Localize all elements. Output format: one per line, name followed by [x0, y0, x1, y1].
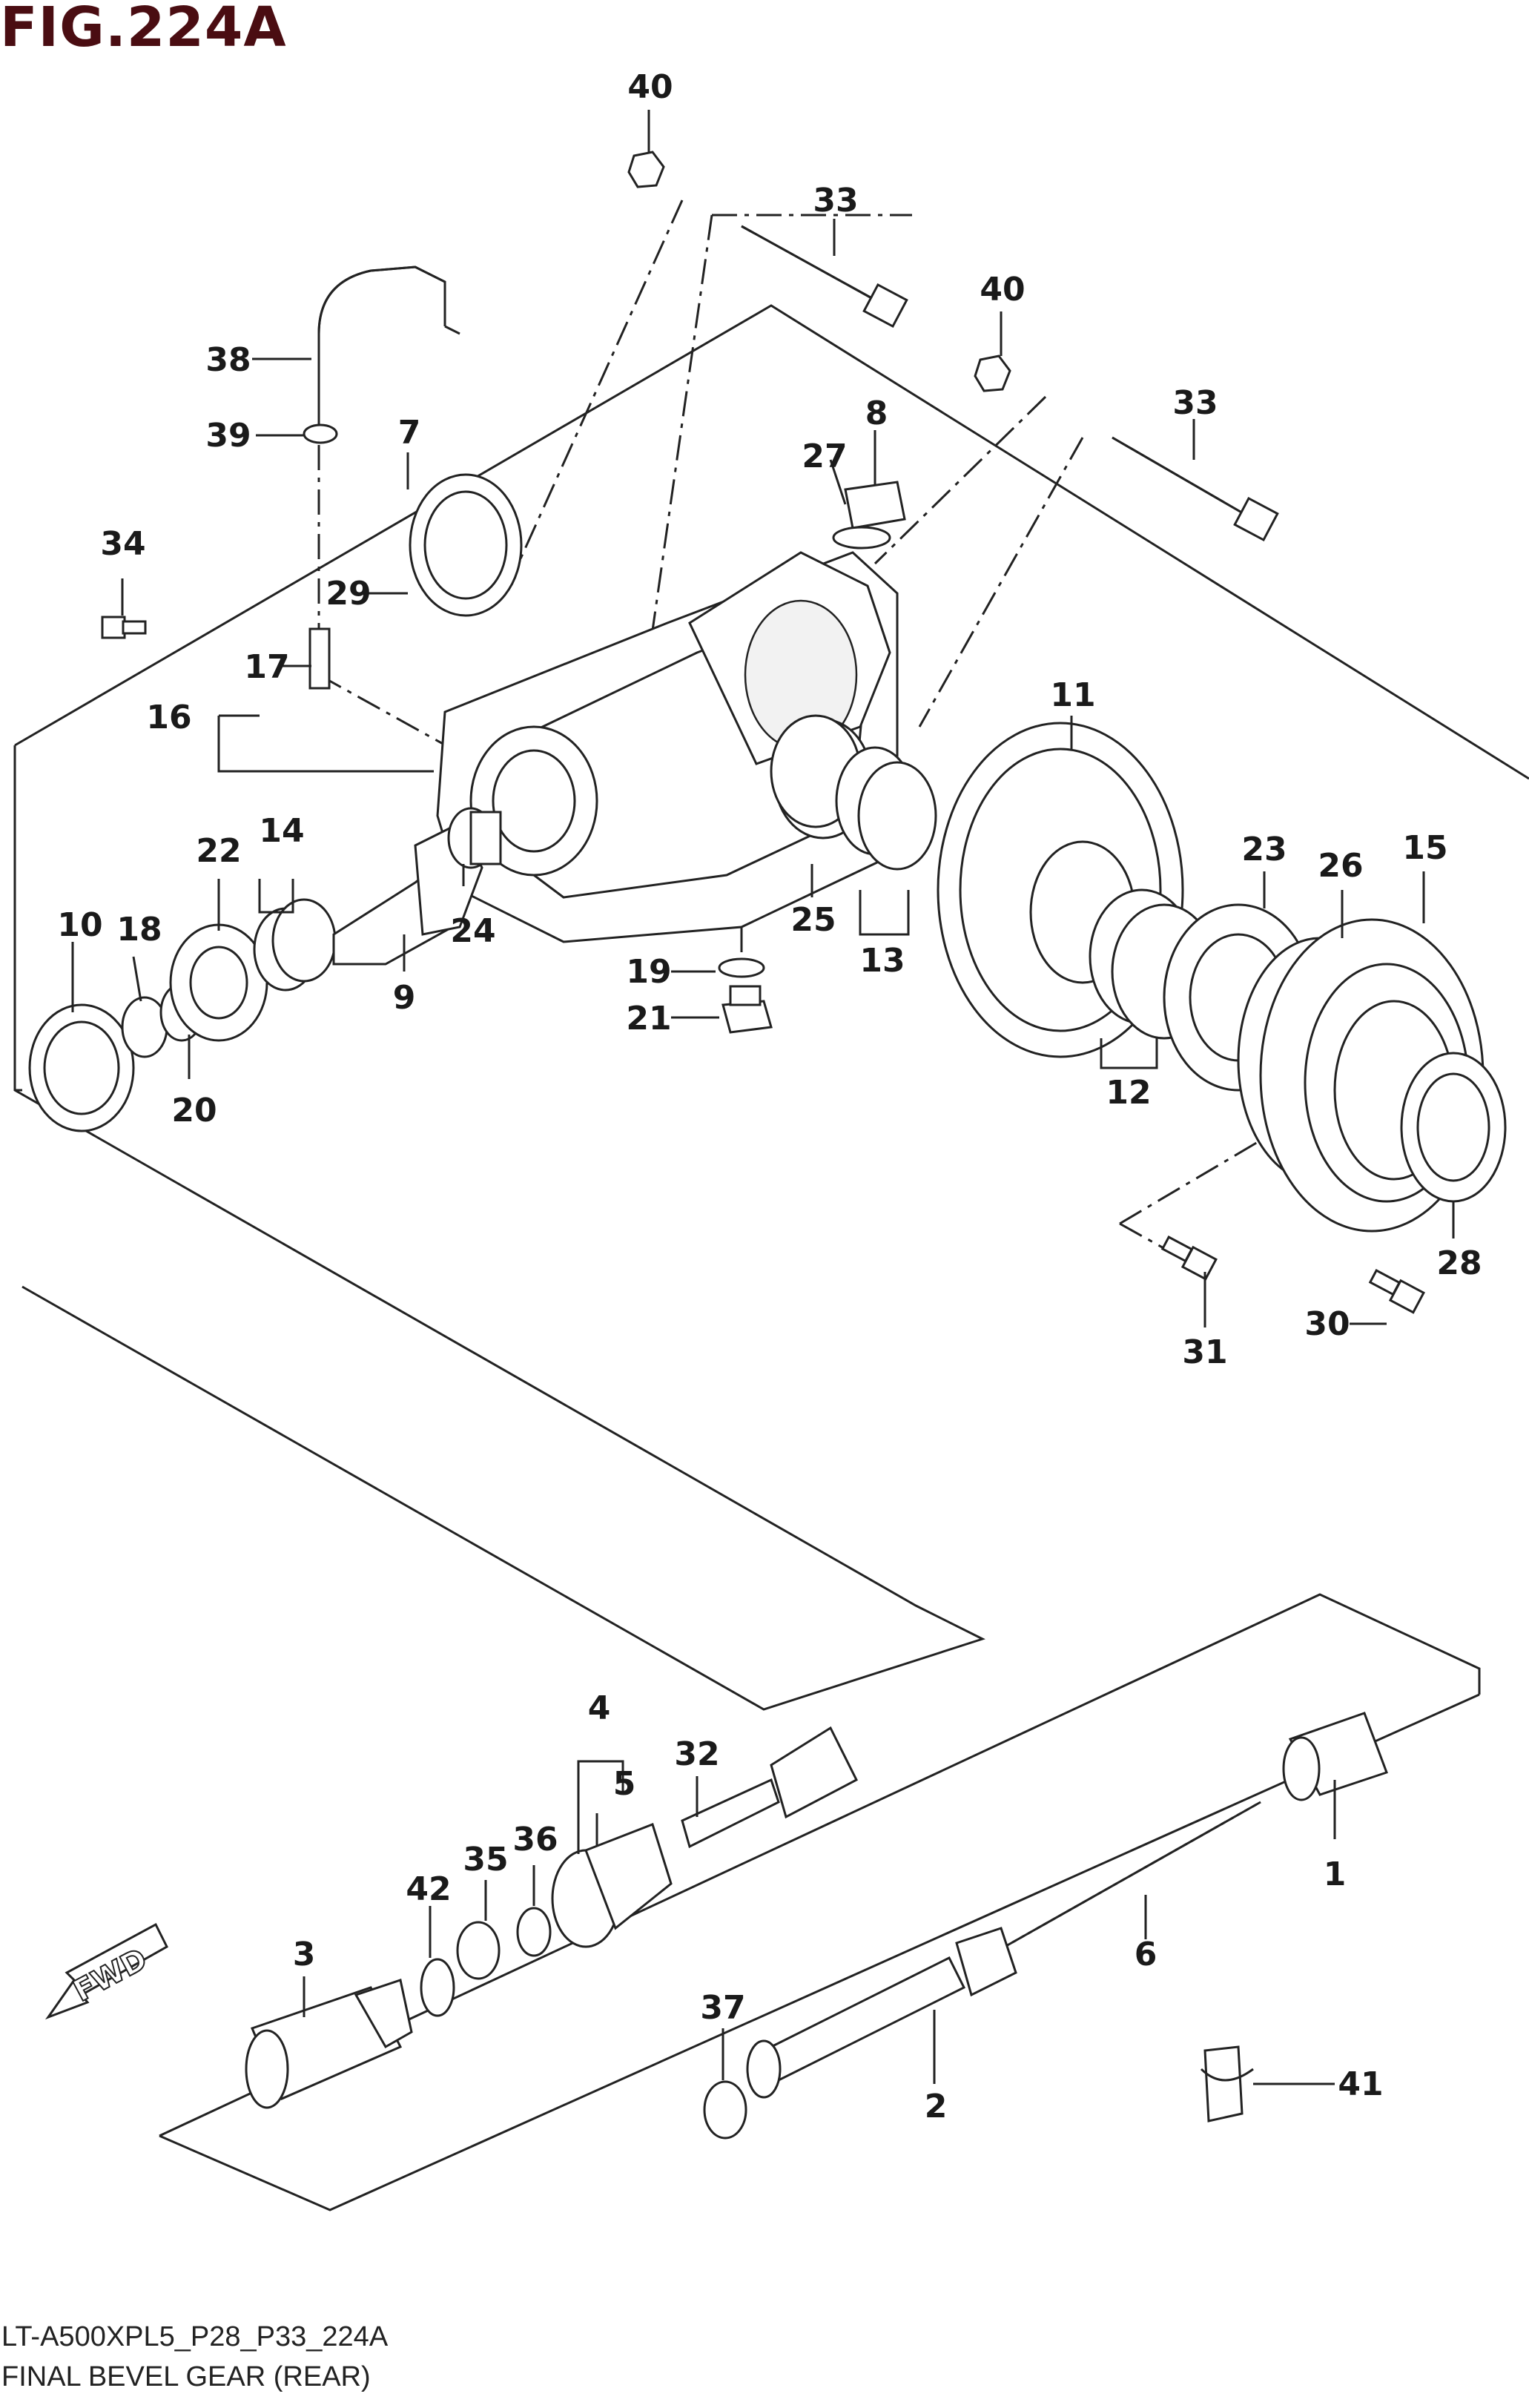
callout-41: 41	[1338, 2065, 1383, 2103]
callout-22: 22	[196, 832, 241, 870]
damper-1	[1282, 1712, 1388, 1801]
joint-5	[551, 1823, 673, 1948]
shim-13	[835, 746, 937, 871]
callout-25: 25	[790, 901, 836, 939]
oil-seal-7	[409, 473, 523, 617]
filler-plug-8	[832, 481, 906, 550]
callout-40-lower: 40	[980, 271, 1025, 309]
callout-40-upper: 40	[627, 68, 673, 106]
callout-35: 35	[463, 1841, 508, 1878]
callout-27: 27	[802, 438, 847, 475]
washer-19	[718, 957, 765, 978]
callout-31: 31	[1182, 1333, 1227, 1371]
callout-4: 4	[588, 1689, 611, 1727]
callout-19: 19	[626, 953, 671, 991]
callout-26: 26	[1318, 847, 1363, 885]
callout-33-upper: 33	[813, 182, 858, 220]
callout-21: 21	[626, 1000, 671, 1038]
callout-12: 12	[1106, 1074, 1151, 1112]
drain-plug-21	[721, 985, 773, 1034]
union-17	[308, 627, 331, 690]
callout-20: 20	[171, 1092, 217, 1129]
pinion-nut-10	[28, 1003, 135, 1132]
figure-title: FIG.224A	[0, 0, 287, 59]
callout-18: 18	[116, 911, 162, 949]
callout-29: 29	[326, 575, 371, 613]
callout-34: 34	[100, 525, 145, 563]
bolt-31	[1160, 1236, 1218, 1281]
callout-38: 38	[205, 341, 251, 379]
hose-clamp-39	[303, 423, 338, 444]
oil-seal-28	[1400, 1052, 1507, 1203]
callout-42: 42	[406, 1870, 451, 1908]
callout-9: 9	[393, 979, 416, 1017]
spring-6	[1004, 1801, 1261, 1948]
shaft-2	[746, 1927, 1017, 2099]
callout-3: 3	[293, 1936, 316, 1973]
nut-40-a	[627, 151, 665, 188]
o-ring-42	[420, 1958, 455, 2017]
propeller-shaft-32	[681, 1726, 858, 1849]
clip-41	[1200, 2045, 1254, 2122]
callout-7: 7	[398, 414, 421, 452]
callout-10: 10	[57, 906, 102, 944]
callout-6: 6	[1135, 1936, 1158, 1973]
callout-11: 11	[1050, 676, 1095, 714]
callout-5: 5	[613, 1765, 636, 1803]
nut-40-b	[974, 354, 1011, 392]
callout-37: 37	[700, 1989, 745, 2027]
coupling-3	[245, 1979, 413, 2109]
callout-39: 39	[205, 417, 251, 455]
callout-28: 28	[1436, 1244, 1482, 1282]
model-code: LT-A500XPL5_P28_P33_224A	[1, 2321, 389, 2352]
washer-36	[516, 1907, 552, 1957]
stud-bolt-33-a	[741, 225, 908, 329]
callout-33-lower: 33	[1172, 384, 1218, 422]
bearing-22	[169, 923, 268, 1042]
bearing-24	[447, 807, 502, 869]
figure-caption: FINAL BEVEL GEAR (REAR)	[1, 2361, 371, 2392]
callout-30: 30	[1304, 1305, 1350, 1343]
callout-leaders	[71, 110, 1455, 2085]
shim-14	[253, 898, 337, 992]
callout-16: 16	[146, 699, 191, 736]
o-ring-37	[703, 2080, 747, 2140]
callout-24: 24	[450, 912, 495, 950]
callout-36: 36	[512, 1821, 558, 1858]
callout-13: 13	[859, 942, 905, 980]
fwd-arrow: FWD	[44, 1922, 168, 2020]
lower-assembly-frame	[159, 1593, 1481, 2211]
nut-35	[456, 1921, 501, 1980]
bevel-pinion-9	[332, 821, 483, 966]
callout-14: 14	[259, 812, 304, 850]
callout-1: 1	[1324, 1856, 1347, 1893]
callout-32: 32	[674, 1735, 719, 1773]
callout-17: 17	[244, 648, 289, 686]
nut-18	[121, 996, 168, 1058]
callout-15: 15	[1402, 829, 1447, 867]
breather-hose-38	[317, 265, 460, 438]
bolt-30	[1368, 1269, 1425, 1314]
bolt-34	[101, 616, 147, 639]
callout-8: 8	[865, 395, 888, 432]
callout-2: 2	[925, 2088, 948, 2125]
callout-labels: 1 2 3 4 5 6 7 8 9 10 11 12 13 14 15 16 1…	[57, 68, 1482, 2125]
stud-bolt-33-b	[1112, 436, 1279, 542]
callout-23: 23	[1241, 831, 1287, 868]
upper-assembly-frame	[13, 304, 1529, 1711]
